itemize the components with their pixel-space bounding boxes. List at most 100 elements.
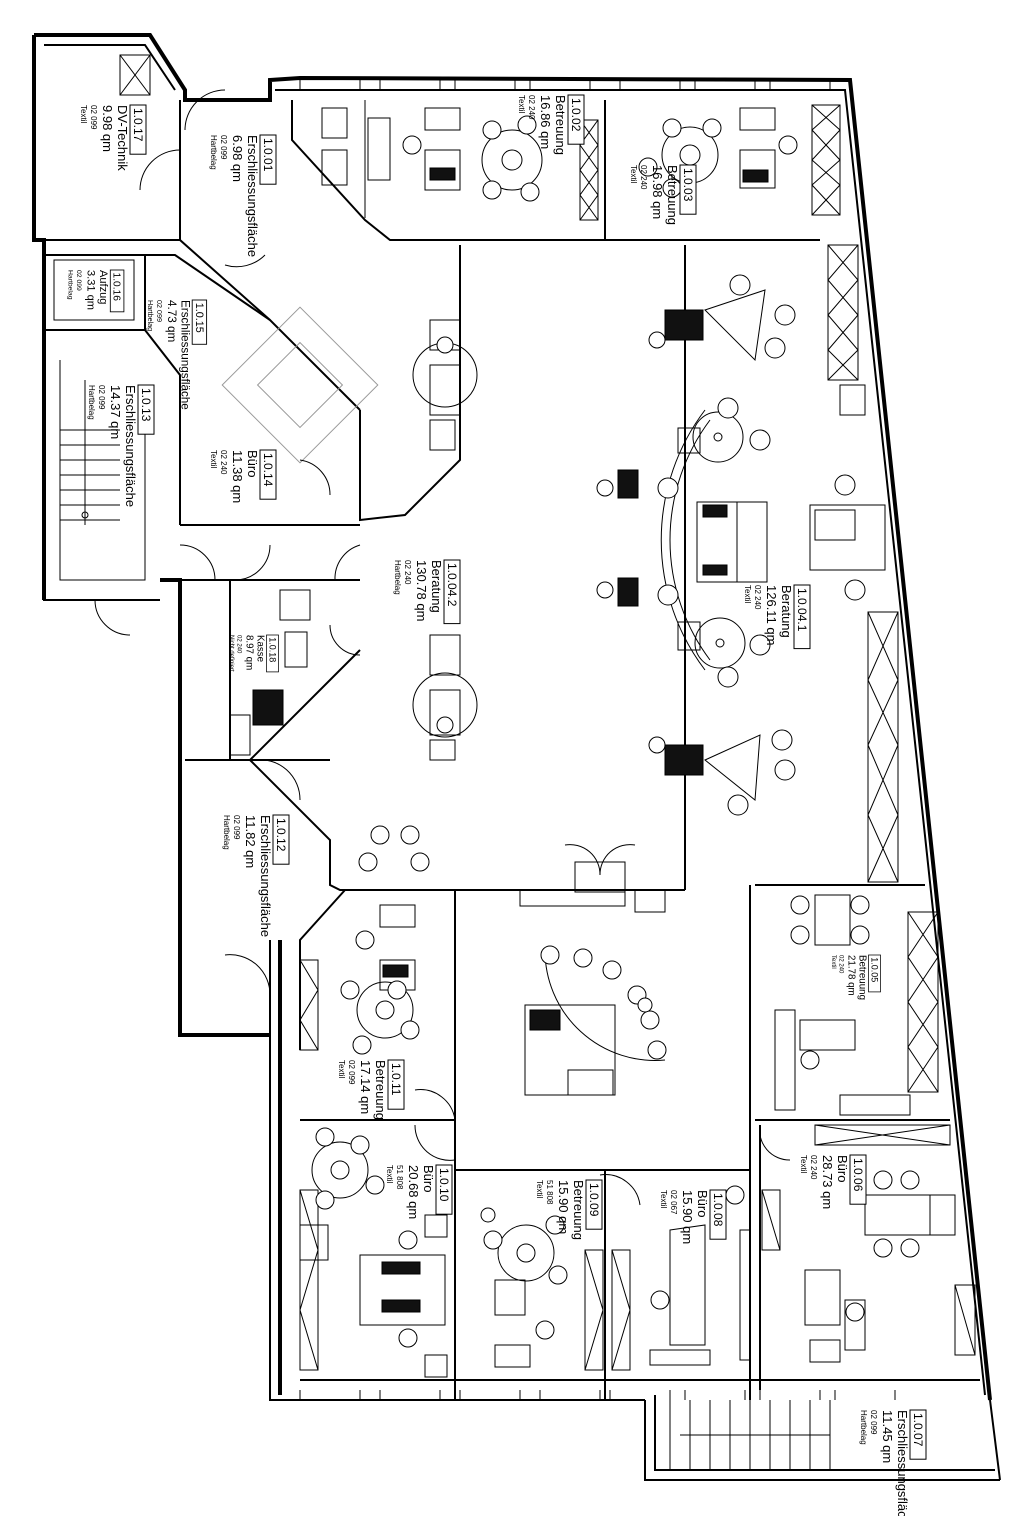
- room-id-box: [443, 559, 461, 625]
- room-name: Betreuung: [373, 1060, 388, 1120]
- room-id-box: [679, 164, 697, 215]
- room-code: 02 099: [347, 1060, 356, 1085]
- room-id: 1.0.04.2: [445, 563, 459, 607]
- room-floor: Textil: [743, 585, 752, 603]
- room-floor: Textil: [535, 1180, 544, 1198]
- room-name: Betreuung: [553, 95, 568, 155]
- room-area: 8.97 qm: [243, 635, 254, 670]
- room-floor: Hartbelag: [146, 300, 155, 331]
- room-id-box: [272, 814, 290, 865]
- room-id: 1.0.16: [111, 273, 122, 302]
- room-floor: Textil: [799, 1155, 808, 1173]
- room-floor: Textil: [337, 1060, 346, 1078]
- room-id-box: [259, 134, 277, 185]
- room-name: Beratung: [429, 560, 444, 613]
- room-floor: Textil: [659, 1190, 668, 1208]
- room-code: 02 099: [155, 300, 164, 322]
- room-id-box: [868, 954, 881, 993]
- room-id-box: [259, 449, 277, 500]
- room-id-box: [567, 94, 585, 145]
- room-area: 11.82 qm: [243, 815, 258, 868]
- room-name: Büro: [695, 1190, 710, 1217]
- room-id-box: [709, 1189, 727, 1240]
- room-area: 15.90 qm: [680, 1190, 695, 1244]
- room-name: Büro: [245, 450, 260, 477]
- room-code: 02 067: [669, 1190, 678, 1215]
- room-id: 1.0.10: [437, 1168, 451, 1202]
- room-name: Erschliessungsfläche: [245, 135, 260, 257]
- room-id: 1.0.12: [274, 818, 288, 852]
- windows: [299, 80, 896, 1400]
- room-code: 02 099: [869, 1410, 878, 1435]
- room-code: 02 240: [639, 165, 648, 190]
- room-id: 1.0.11: [389, 1063, 403, 1096]
- room-id: 1.0.13: [139, 388, 153, 422]
- room-floor: Hartbelag: [859, 1410, 868, 1445]
- room-floor: Textil: [629, 165, 638, 183]
- room-code: 51 808: [395, 1165, 404, 1190]
- room-code: 02 240: [837, 955, 843, 974]
- room-floor: Hartbelag: [67, 270, 74, 300]
- room-name: Erschliessungsfläche: [123, 385, 138, 507]
- room-id: 1.0.18: [268, 637, 278, 662]
- room-id-box: [129, 104, 147, 155]
- room-code: 02 099: [97, 385, 106, 410]
- room-id: 1.0.07: [911, 1413, 925, 1447]
- room-code: 02 240: [219, 450, 228, 475]
- room-name: DV-Technik: [115, 105, 130, 171]
- room-id-box: [387, 1059, 405, 1110]
- room-id-box: [191, 299, 208, 345]
- room-name: Betreuung: [857, 955, 868, 1000]
- room-area: 20.68 qm: [406, 1165, 421, 1219]
- doors: [94, 89, 791, 1206]
- room-floor: Hartbelag: [222, 815, 231, 850]
- room-name: Erschliessungsfläche: [258, 815, 273, 937]
- room-code: 02 240: [753, 585, 762, 610]
- shelves: [119, 54, 976, 1371]
- room-name: Erschliessungsfläche: [178, 300, 191, 410]
- room-code: 02 099: [232, 815, 241, 840]
- room-area: 130.78 qm: [414, 560, 429, 621]
- room-area: 16.98 qm: [650, 165, 665, 219]
- room-id: 1.0.14: [261, 453, 275, 487]
- room-code: 02 240: [527, 95, 536, 120]
- room-id: 1.0.09: [587, 1183, 601, 1217]
- room-area: 3.31 qm: [84, 270, 96, 310]
- interior-walls: [44, 100, 950, 1400]
- room-id: 1.0.03: [681, 168, 695, 202]
- room-area: 9.98 qm: [100, 105, 115, 152]
- room-id-box: [793, 584, 811, 650]
- room-id-box: [266, 634, 279, 673]
- room-id: 1.0.02: [569, 98, 583, 132]
- room-code: 02 099: [219, 135, 228, 160]
- room-name: Erschliessungsfläche: [895, 1410, 910, 1516]
- room-id-box: [909, 1409, 927, 1460]
- room-area: 21.78 qm: [845, 955, 856, 996]
- room-area: 11.45 qm: [880, 1410, 895, 1463]
- room-area: 14.37 qm: [108, 385, 123, 439]
- room-code: 51 808: [545, 1180, 554, 1205]
- room-code: 02 240: [403, 560, 412, 585]
- room-area: 16.86 qm: [538, 95, 553, 149]
- room-id: 1.0.04.1: [795, 588, 809, 632]
- room-area: 126.11 qm: [764, 585, 779, 645]
- room-id: 1.0.05: [870, 957, 880, 982]
- room-area: 15.90 qm: [556, 1180, 571, 1234]
- room-area: 4.73 qm: [165, 300, 178, 342]
